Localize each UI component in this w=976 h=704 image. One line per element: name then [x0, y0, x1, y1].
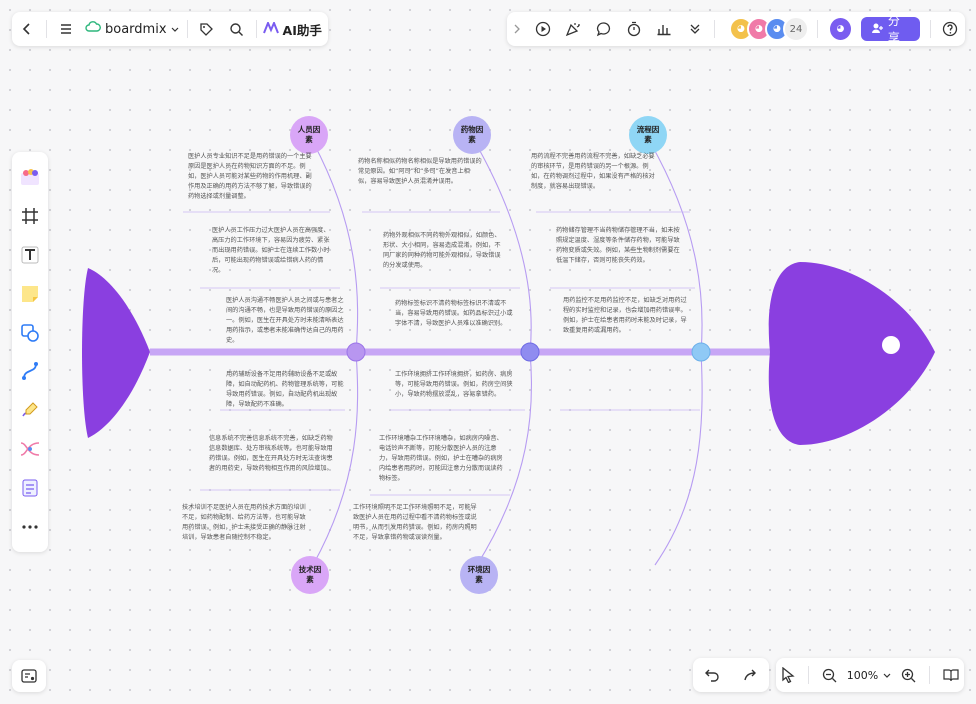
help-icon[interactable] — [935, 14, 965, 44]
play-icon[interactable] — [528, 14, 558, 44]
collaborators[interactable]: ◕ ◕ ◕ 24 — [728, 16, 809, 42]
cause-text[interactable]: 医护人员工作压力过大医护人员在高强度、高压力的工作环境下，容易因为疲劳、紧张而出… — [212, 227, 330, 274]
zoom-level-dropdown[interactable]: 100% — [847, 669, 891, 682]
ai-assistant-button[interactable]: AI助手 — [262, 19, 322, 39]
back-icon[interactable] — [12, 14, 42, 44]
left-tool-panel — [12, 152, 48, 552]
share-button[interactable]: 分享 — [860, 14, 920, 45]
fish-tail — [82, 268, 150, 438]
cause-text[interactable]: 用药辅助设备不足用药辅助设备不足或故障，如自动配药机、药物管理系统等，可能导致用… — [226, 371, 344, 408]
user-plus-icon — [871, 22, 883, 37]
fish-eye — [882, 336, 900, 354]
category-environment[interactable]: 环境因素 — [460, 556, 498, 594]
category-technology[interactable]: 技术因素 — [291, 556, 329, 594]
sticky-note-icon[interactable] — [15, 279, 45, 309]
search-icon[interactable] — [222, 14, 252, 44]
cause-text[interactable]: 医护人员专业知识不足是用药错误的一个主要原因是医护人员在药物知识方面的不足。例如… — [188, 153, 312, 200]
fish-spine — [150, 348, 776, 356]
chevron-down-icon — [171, 22, 179, 37]
fish-head — [768, 262, 935, 445]
category-people[interactable]: 人员因素 — [290, 116, 328, 154]
cause-text[interactable]: 工作环境拥挤工作环境拥挤，如药房、病房等，可能导致用药错误。例如，药房空间狭小，… — [395, 371, 513, 398]
cause-text[interactable]: 药物外观相似不同药物外观相似，如颜色、形状、大小相同，容易造成混淆。例如，不同厂… — [383, 232, 501, 269]
shape-icon[interactable] — [15, 318, 45, 348]
brand-name: boardmix — [105, 21, 167, 37]
double-chevron-down-icon[interactable] — [680, 14, 710, 44]
collaborator-count: 24 — [782, 16, 809, 42]
top-right-toolbar: ◕ ◕ ◕ 24 ◕ 分享 — [507, 12, 965, 46]
category-process[interactable]: 流程因素 — [629, 116, 667, 154]
celebrate-icon[interactable] — [558, 14, 588, 44]
minimap-icon — [21, 669, 37, 683]
brand-menu[interactable]: boardmix — [85, 21, 179, 37]
timer-icon[interactable] — [619, 14, 649, 44]
ai-logo-icon — [262, 19, 279, 37]
template-icon[interactable] — [15, 162, 45, 192]
chevron-down-icon — [883, 669, 891, 682]
menu-icon[interactable] — [51, 14, 81, 44]
zoom-out-icon[interactable] — [822, 668, 837, 683]
history-controls — [693, 658, 769, 692]
cause-text[interactable]: 用药流程不完善用药流程不完善，如缺乏必要的审核环节，是用药错误的另一个根源。例如… — [531, 153, 655, 190]
redo-icon[interactable] — [742, 668, 758, 682]
cause-text[interactable]: 工作环境照明不足工作环境照明不足，可能导致医护人员在用药过程中看不清药物标签或说… — [353, 504, 477, 541]
cause-text[interactable]: 药物名称相似药物名称相似是导致用药错误的常见原因。如“阿司”和“多司”在发音上相… — [358, 158, 482, 185]
cause-text[interactable]: 技术培训不足医护人员在用药技术方面的培训不足，如药物配制、给药方法等，也可能导致… — [182, 504, 306, 541]
cause-text[interactable]: 药物储存管理不当药物储存管理不当，如未按照规定温度、湿度等条件储存药物，可能导致… — [556, 227, 680, 264]
minimap-toggle[interactable] — [12, 660, 46, 692]
cause-text[interactable]: 医护人员沟通不畅医护人员之间或与患者之间的沟通不畅，也是导致用药错误的原因之一。… — [226, 297, 344, 344]
junction-1 — [346, 342, 366, 362]
mindmap-icon[interactable] — [15, 434, 45, 464]
cause-text[interactable]: 工作环境嘈杂工作环境嘈杂，如病房内噪音、电话铃声不断等，可能分散医护人员的注意力… — [379, 435, 503, 482]
cause-text[interactable]: 药物标签标识不清药物标签标识不清或不当，容易导致用药错误。如药品标识过小或字体不… — [395, 300, 513, 327]
junction-3 — [691, 342, 711, 362]
cause-text[interactable]: 信息系统不完善信息系统不完善，如缺乏药物信息数据库、处方审核系统等，也可能导致用… — [209, 435, 333, 472]
frame-icon[interactable] — [15, 201, 45, 231]
user-avatar[interactable]: ◕ — [827, 16, 853, 42]
book-icon[interactable] — [943, 668, 959, 682]
undo-icon[interactable] — [704, 668, 720, 682]
top-left-toolbar: boardmix AI助手 — [12, 12, 328, 46]
table-icon[interactable] — [15, 473, 45, 503]
comment-icon[interactable] — [589, 14, 619, 44]
connector-icon[interactable] — [15, 356, 45, 386]
cause-text[interactable]: 用药监控不足用药监控不足，如缺乏对用药过程的实时监控和记录，也会增加用药错误率。… — [563, 297, 687, 334]
category-drug[interactable]: 药物因素 — [453, 116, 491, 154]
chevron-right-icon[interactable] — [507, 14, 528, 44]
text-icon[interactable] — [15, 240, 45, 270]
junction-2 — [520, 342, 540, 362]
more-icon[interactable] — [15, 512, 45, 542]
cloud-icon — [85, 21, 101, 37]
vote-chart-icon[interactable] — [649, 14, 679, 44]
pointer-icon[interactable] — [781, 667, 795, 683]
pen-icon[interactable] — [15, 395, 45, 425]
tag-icon[interactable] — [192, 14, 222, 44]
zoom-controls: 100% — [776, 658, 964, 692]
zoom-in-icon[interactable] — [901, 668, 916, 683]
